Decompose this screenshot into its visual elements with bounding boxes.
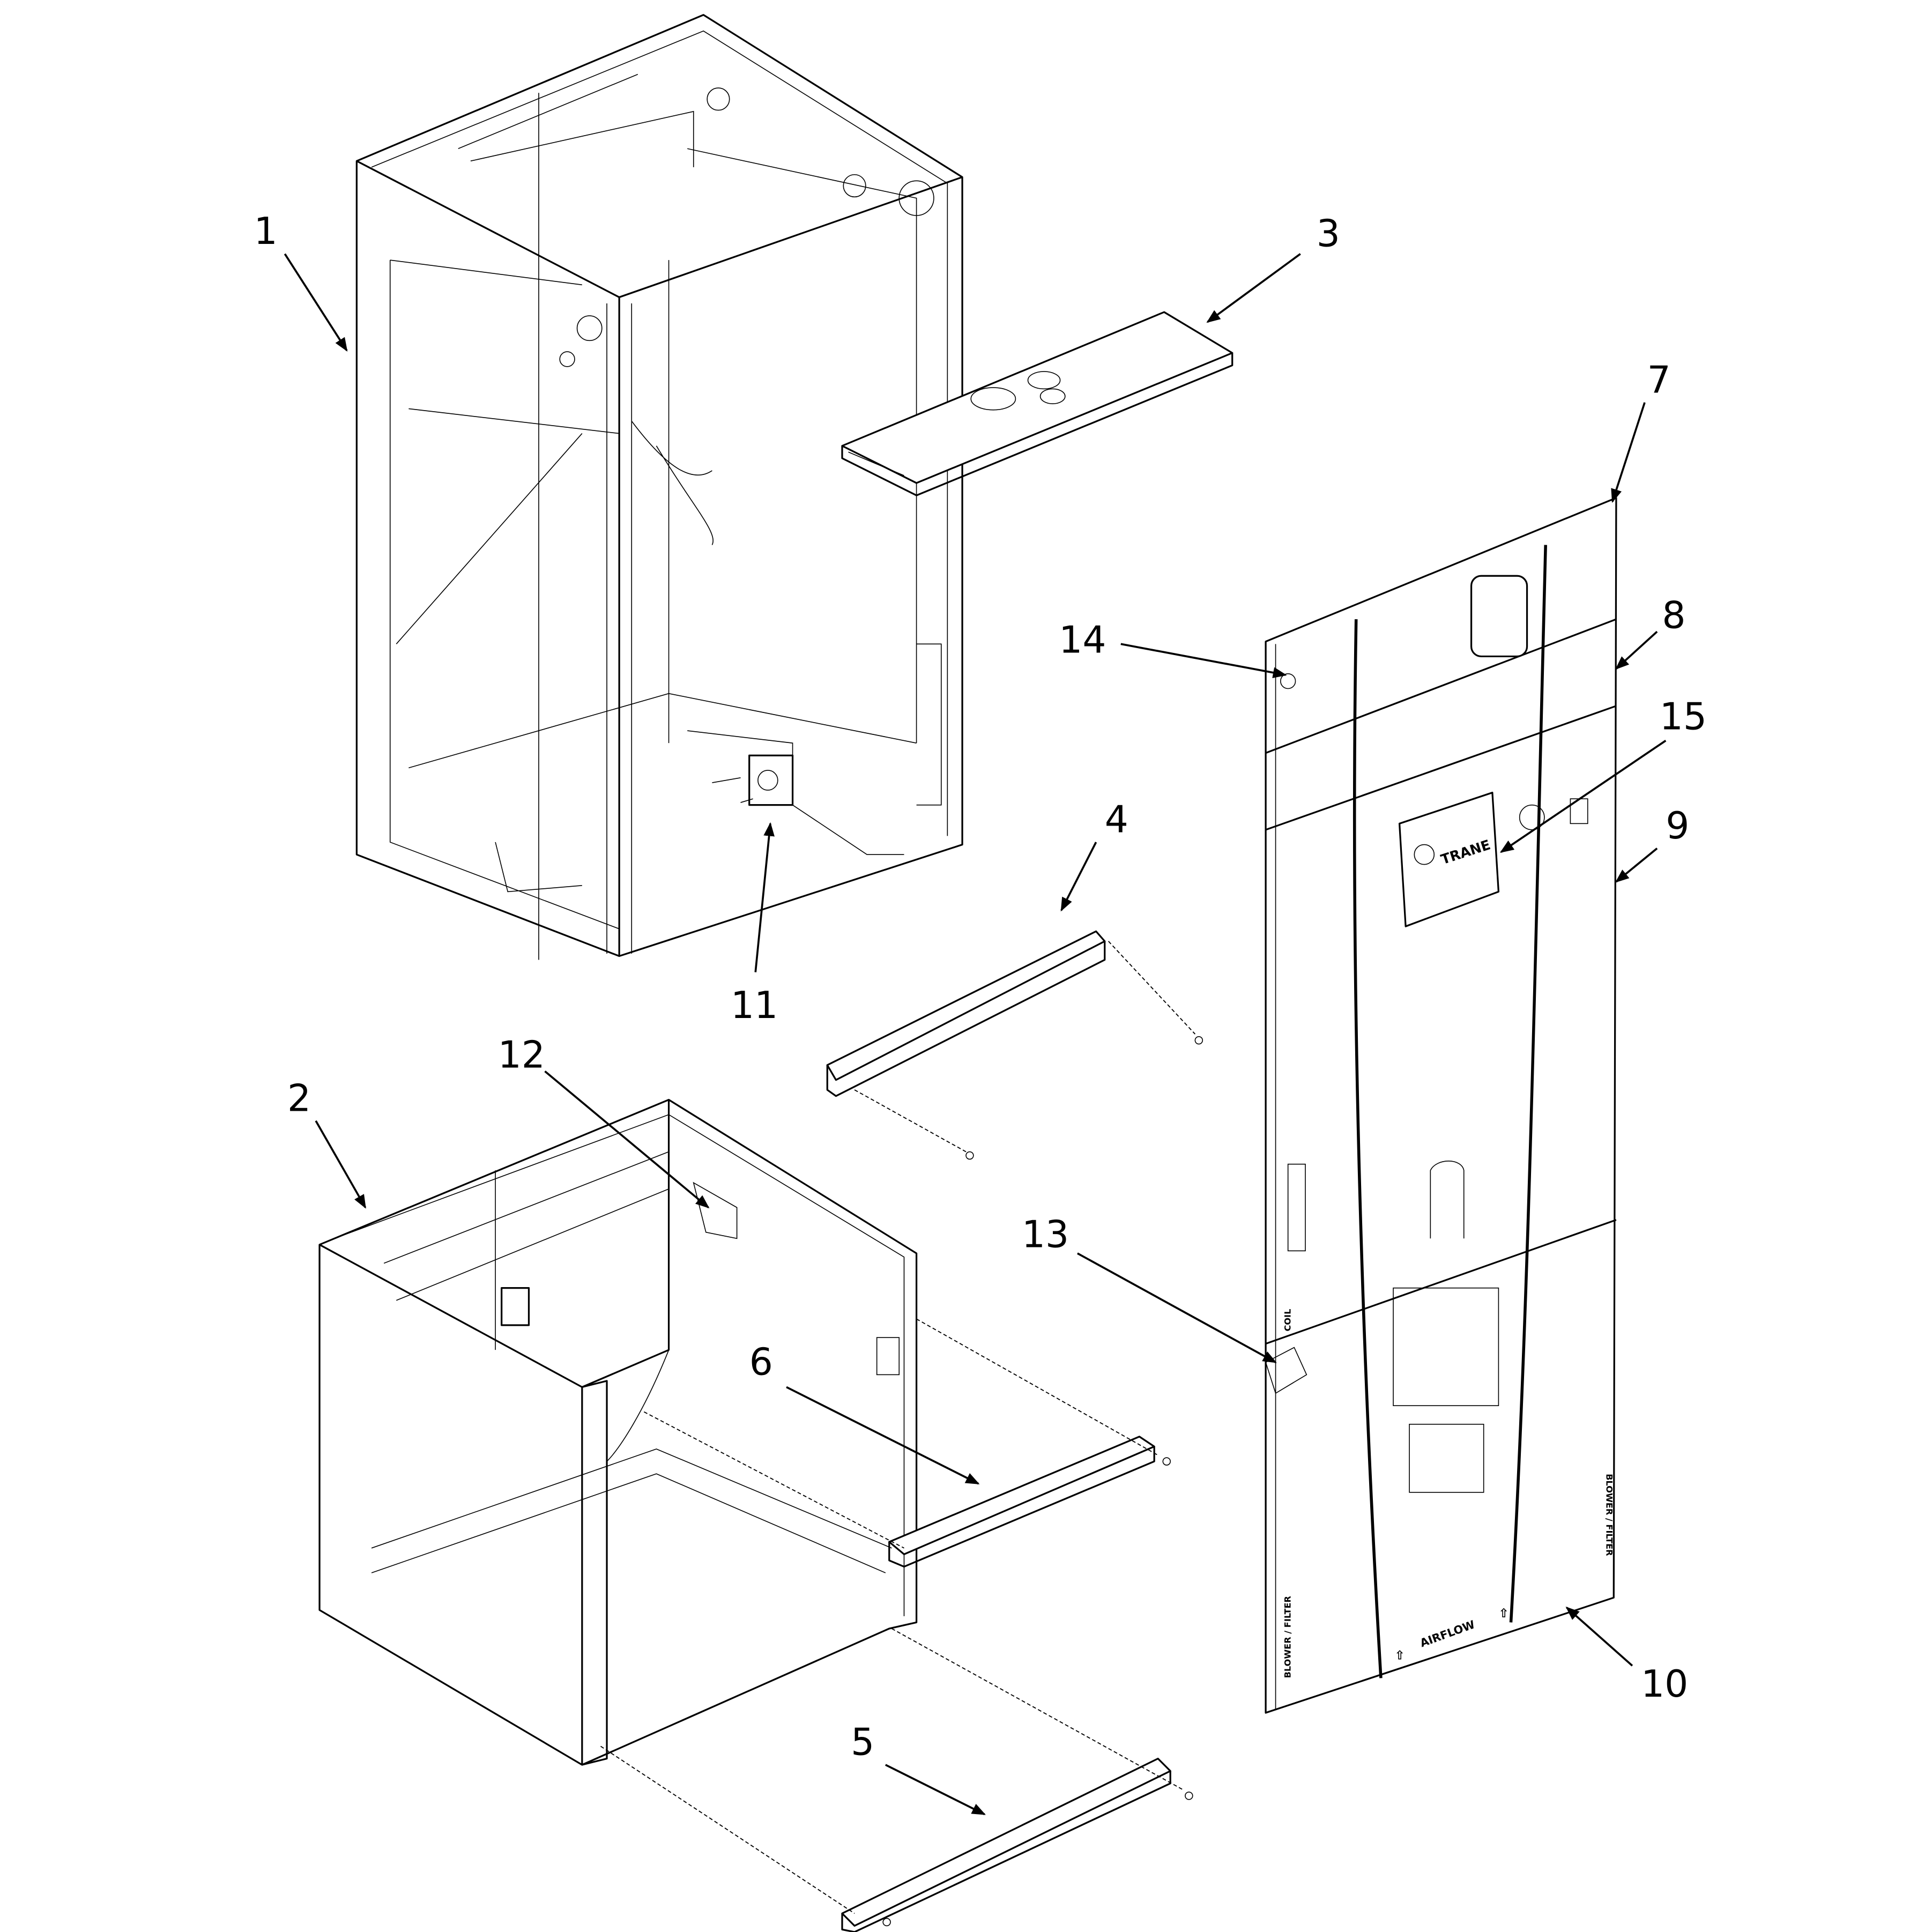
callout-5: 5 [851,1721,874,1764]
blower-filter-label-left: BLOWER / FILTER [1282,1595,1292,1678]
blower-filter-label-right: BLOWER / FILTER [1604,1474,1614,1556]
callout-labels: 1 2 3 4 5 6 7 8 9 10 11 12 13 14 15 [254,210,1707,1764]
callout-8: 8 [1662,594,1685,637]
callout-6: 6 [749,1341,773,1384]
top-plate-part-3 [841,311,1233,496]
airflow-arrow-right-icon: ⇧ [1498,1607,1509,1621]
callout-9: 9 [1666,805,1689,848]
callout-3: 3 [1317,213,1340,256]
callout-13: 13 [1022,1213,1069,1256]
upper-cabinet-part-1 [355,14,963,960]
rail-part-4 [826,930,1203,1160]
callout-15: 15 [1660,696,1707,739]
coil-label: COIL [1282,1309,1292,1332]
callout-1: 1 [254,210,278,253]
front-panel-assembly: TRANE AIRFLOW ⇧ ⇧ BLOWER / FILTER BLOWER… [1265,497,1617,1714]
rail-part-5 [600,1628,1193,1932]
callout-4: 4 [1105,798,1128,841]
airflow-arrow-left-icon: ⇧ [1394,1649,1405,1663]
callout-2: 2 [287,1077,311,1120]
lower-cabinet-part-2 [318,1098,918,1766]
callout-7: 7 [1647,359,1671,402]
rail-part-6 [643,1318,1171,1568]
callout-12: 12 [498,1034,545,1076]
callout-10: 10 [1641,1663,1688,1706]
callout-arrows [284,253,1667,1816]
callout-11: 11 [731,984,778,1027]
callout-14: 14 [1059,619,1106,662]
control-part-11 [712,754,794,806]
